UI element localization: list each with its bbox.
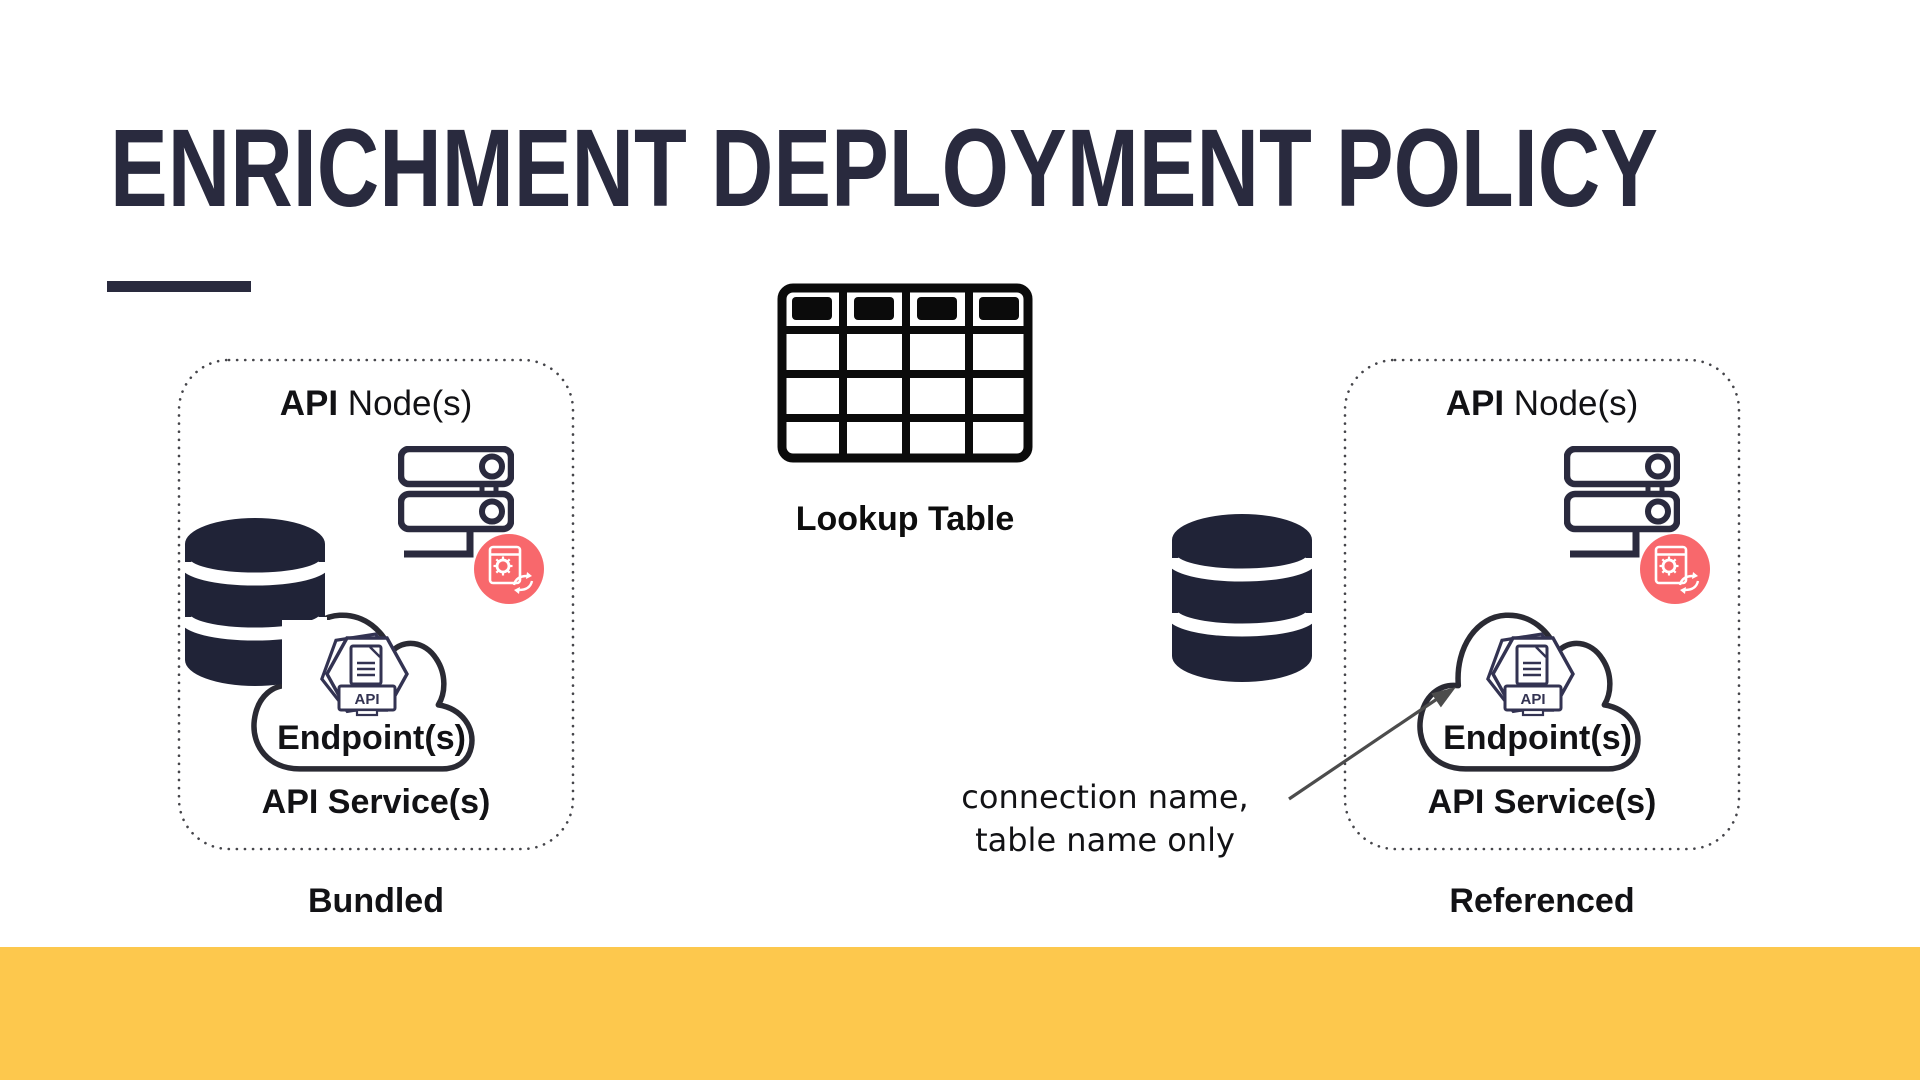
api-service-label: API Service(s) (1427, 783, 1657, 821)
gear-sync-badge-icon (474, 534, 544, 604)
bundled-caption: Bundled (308, 882, 444, 920)
dotted-border (1343, 358, 1741, 851)
lookup-table-label: Lookup Table (795, 500, 1015, 538)
api-hexagon-icon: API (320, 632, 409, 717)
api-node-label: API Node(s) (177, 384, 575, 424)
server-rack-icon (1564, 446, 1680, 558)
page-title: ENRICHMENT DEPLOYMENT POLICY (110, 118, 1658, 230)
server-rack-icon (398, 446, 514, 558)
icon-white-backing (282, 620, 334, 690)
api-hexagon-icon: API (1486, 632, 1575, 717)
annotation-text: connection name, table name only (940, 776, 1270, 862)
dotted-border (177, 358, 575, 851)
page-title-svg: ENRICHMENT DEPLOYMENT POLICY (110, 118, 1658, 230)
gear-sync-badge-icon (1640, 534, 1710, 604)
title-underline-dash (107, 281, 251, 292)
endpoint-label: Endpoint(s) (1443, 719, 1632, 757)
database-cylinder-icon (1170, 514, 1314, 682)
api-node-regular: Node(s) (1504, 384, 1639, 423)
hexagon-api-label: API (354, 691, 379, 708)
api-node-regular: Node(s) (338, 384, 473, 423)
hexagon-api-label: API (1520, 691, 1545, 708)
api-node-bold: API (279, 384, 339, 423)
api-node-label: API Node(s) (1343, 384, 1741, 424)
referenced-node-box: API Node(s) API Endpoint(s) API Service(… (1343, 358, 1741, 920)
bundled-node-box: API Node(s) API Endpoint(s) (177, 358, 575, 920)
lookup-table-icon (777, 283, 1033, 463)
footer-accent-band (0, 947, 1920, 1080)
annotation-line1: connection name, (961, 778, 1249, 816)
annotation-line2: table name only (975, 821, 1235, 859)
api-node-bold: API (1445, 384, 1505, 423)
endpoint-label: Endpoint(s) (277, 719, 466, 757)
referenced-caption: Referenced (1449, 882, 1635, 920)
api-service-label: API Service(s) (261, 783, 491, 821)
